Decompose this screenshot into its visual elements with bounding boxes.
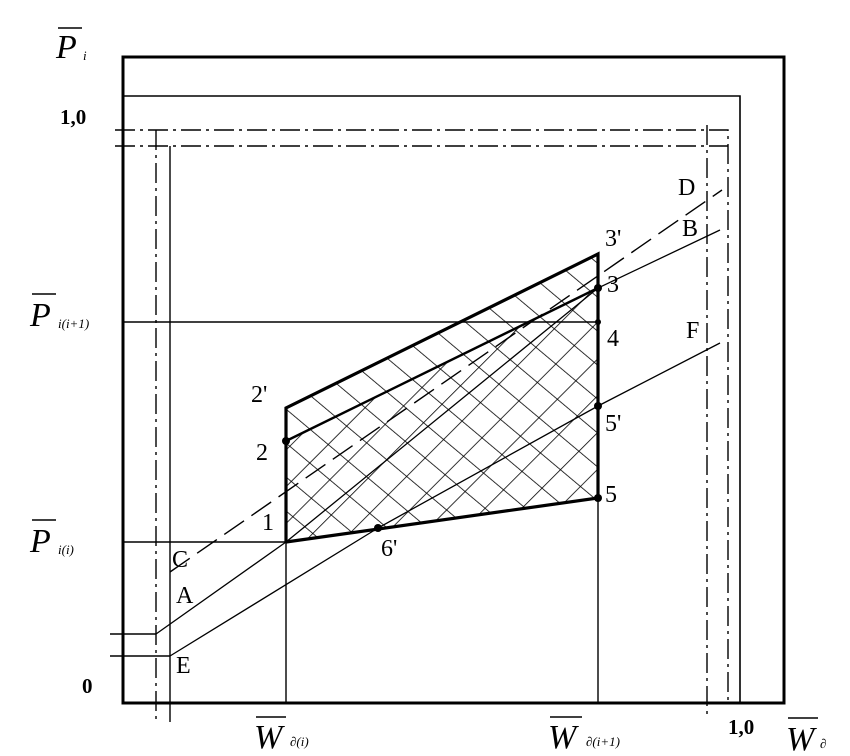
label-p5p: 5'	[605, 411, 621, 437]
x-tick-left-subscript: ∂(i)	[290, 734, 309, 749]
label-p6p: 6'	[381, 536, 397, 562]
label-p5: 5	[605, 482, 617, 508]
y-tick-upper-subscript: i(i+1)	[58, 316, 89, 331]
frame-solid-inner	[123, 95, 741, 703]
label-line-e: E	[176, 653, 191, 679]
label-line-a: A	[176, 583, 194, 609]
label-line-f: F	[686, 318, 699, 344]
label-line-c: C	[172, 547, 188, 573]
y-tick-lower-symbol: P	[29, 523, 51, 560]
label-p3: 3	[607, 272, 619, 298]
axis-frame	[121, 55, 786, 705]
x-tick-right-symbol: W	[548, 719, 579, 756]
x-tick-right-subscript: ∂(i+1)	[586, 734, 620, 749]
x-tick-left-symbol: W	[254, 719, 285, 756]
marker-p3	[594, 284, 602, 292]
marker-p6p	[374, 524, 382, 532]
label-line-d: D	[678, 175, 695, 201]
marker-p5	[594, 494, 602, 502]
boundary-inner	[285, 286, 599, 443]
label-line-b: B	[682, 216, 698, 242]
label-p4: 4	[607, 326, 619, 352]
x-axis-subscript: ∂	[820, 736, 826, 751]
marker-p5p	[594, 402, 602, 410]
label-p2: 2	[256, 440, 268, 466]
line-a	[155, 229, 721, 635]
y-tick-lower-subscript: i(i)	[58, 542, 74, 557]
marker-p4	[595, 319, 601, 325]
marker-p2	[282, 437, 290, 445]
label-p3p: 3'	[605, 226, 621, 252]
label-p2p: 2'	[251, 382, 267, 408]
y-axis-symbol: P	[55, 29, 77, 66]
label-p1: 1	[262, 510, 274, 536]
y-axis-subscript: i	[83, 48, 87, 63]
boundary-upper	[284, 251, 600, 544]
line-e	[169, 342, 721, 657]
origin-label: 0	[82, 674, 93, 698]
line-c-dashed	[169, 189, 723, 573]
y-tick-upper-symbol: P	[29, 297, 51, 334]
frame-dashdot-outer	[115, 129, 729, 703]
x-axis-symbol: W	[786, 721, 817, 756]
x-tick-one: 1,0	[728, 715, 754, 739]
y-tick-one: 1,0	[60, 105, 86, 129]
